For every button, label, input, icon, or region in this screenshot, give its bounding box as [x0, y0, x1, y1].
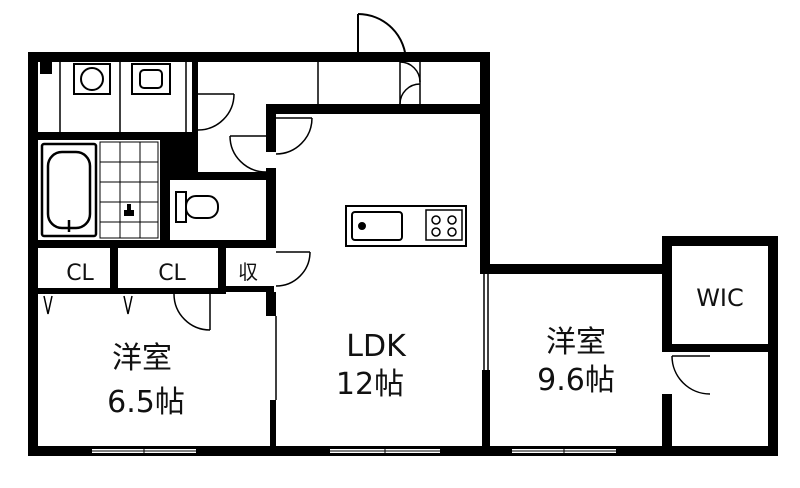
ldk-entry-door [275, 117, 313, 155]
corner-pillar [40, 62, 52, 74]
bathtub-icon [40, 142, 98, 238]
wash-basin-icon [131, 63, 171, 95]
entrance-door [357, 13, 407, 63]
interior-walls [38, 62, 778, 450]
western-left-door [173, 293, 211, 331]
stove-icon [425, 209, 463, 241]
ldk-name: LDK [346, 329, 407, 364]
storage-door [275, 251, 311, 287]
western-right-name: 洋室 [546, 325, 606, 360]
closet-2-label: CL [158, 261, 186, 286]
ldk-size: 12帖 [336, 367, 404, 402]
hall-door [399, 61, 421, 105]
western-left-name: 洋室 [112, 341, 172, 376]
washing-machine-icon [73, 63, 111, 95]
storage-label: 収 [238, 260, 258, 284]
closet-1-label: CL [66, 261, 94, 286]
kitchen-counter [345, 205, 467, 247]
washroom-door [197, 93, 235, 131]
bathroom-tiles [99, 141, 159, 239]
closet-doors [43, 295, 133, 315]
shower-icon [124, 204, 134, 216]
toilet-icon [175, 191, 219, 223]
western-left-size: 6.5帖 [107, 385, 185, 420]
western-right-size: 9.6帖 [537, 363, 615, 398]
wic-label: WIC [696, 284, 744, 312]
partition-lines [59, 62, 489, 400]
wic-door [671, 355, 711, 395]
toilet-door [229, 135, 267, 173]
window-frames [92, 446, 616, 456]
